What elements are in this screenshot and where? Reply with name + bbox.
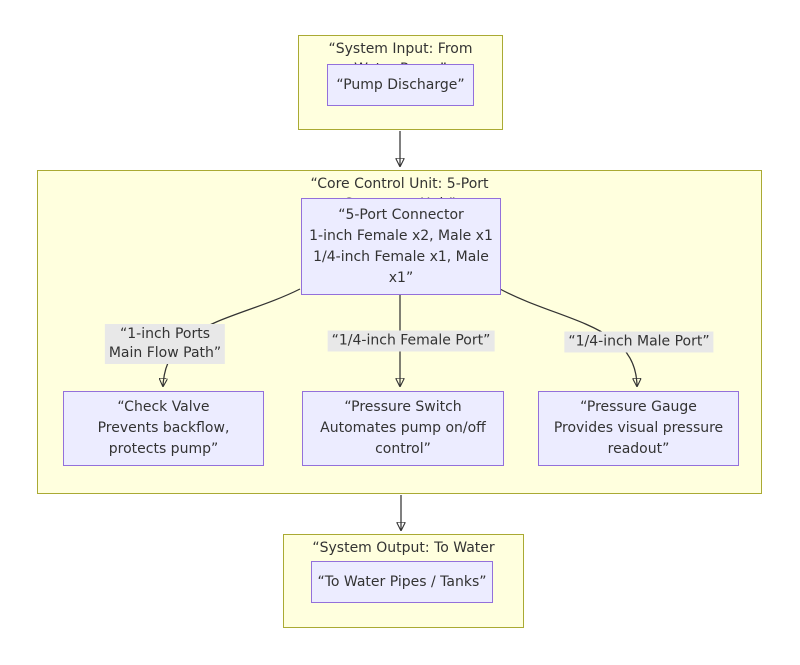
edge-label-one-inch-ports: “1-inch Ports Main Flow Path” xyxy=(104,324,226,364)
water-pipes-tanks-label: “To Water Pipes / Tanks” xyxy=(317,573,487,590)
quarter-male-label-line1: “1/4-inch Male Port” xyxy=(568,333,710,350)
five-port-line3: 1/4-inch Female x1, Male xyxy=(313,248,489,265)
system-input-group: “System Input: From Water Pump” “Pump Di… xyxy=(298,35,503,130)
one-inch-label-line1: “1-inch Ports xyxy=(119,326,211,342)
check-valve-line1: “Check Valve xyxy=(117,399,210,415)
five-port-line4: x1” xyxy=(388,269,414,286)
system-input-title-line1: “System Input: From xyxy=(328,41,473,57)
pump-discharge-node: “Pump Discharge” xyxy=(327,64,474,106)
pressure-switch-line1: “Pressure Switch xyxy=(344,399,462,415)
pressure-switch-node: “Pressure Switch Automates pump on/off c… xyxy=(302,391,504,466)
check-valve-node: “Check Valve Prevents backflow, protects… xyxy=(63,391,264,466)
pump-discharge-label: “Pump Discharge” xyxy=(336,76,465,93)
system-output-title-line1: “System Output: To Water xyxy=(312,540,495,556)
core-control-unit-group: “Core Control Unit: 5-Port Connector Hub… xyxy=(37,170,762,494)
five-port-connector-node: “5-Port Connector 1-inch Female x2, Male… xyxy=(301,198,501,295)
one-inch-label-line2: Main Flow Path” xyxy=(108,345,222,361)
edge-label-quarter-inch-female: “1/4-inch Female Port” xyxy=(327,330,495,352)
pressure-switch-line2: Automates pump on/off xyxy=(320,420,486,436)
water-pipes-tanks-node: “To Water Pipes / Tanks” xyxy=(311,561,493,603)
pressure-gauge-line2: Provides visual pressure xyxy=(553,420,724,436)
pressure-gauge-line1: “Pressure Gauge xyxy=(580,399,697,415)
five-port-line1: “5-Port Connector xyxy=(338,206,464,223)
check-valve-line3: protects pump” xyxy=(108,441,219,457)
quarter-female-label-line1: “1/4-inch Female Port” xyxy=(331,332,491,349)
core-control-title-line1: “Core Control Unit: 5-Port xyxy=(310,176,489,192)
check-valve-line2: Prevents backflow, xyxy=(97,420,230,436)
pressure-gauge-line3: readout” xyxy=(607,441,670,457)
pressure-switch-line3: control” xyxy=(375,441,431,457)
five-port-line2: 1-inch Female x2, Male x1 xyxy=(309,227,493,244)
pressure-gauge-node: “Pressure Gauge Provides visual pressure… xyxy=(538,391,739,466)
system-output-group: “System Output: To Water Network” “To Wa… xyxy=(283,534,524,628)
edge-label-quarter-inch-male: “1/4-inch Male Port” xyxy=(564,331,714,353)
